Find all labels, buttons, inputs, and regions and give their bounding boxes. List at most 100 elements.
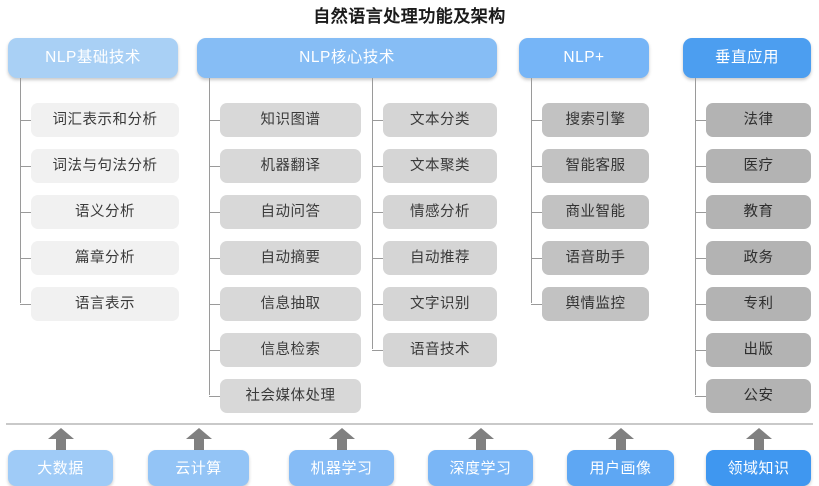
connector-stub: [20, 304, 31, 305]
node-nlp-core-left-4[interactable]: 信息抽取: [220, 287, 361, 321]
foundation-node-0[interactable]: 大数据: [8, 450, 113, 486]
up-arrow-icon: [607, 428, 634, 450]
node-label: 公安: [743, 387, 774, 404]
connector-stub: [695, 350, 706, 351]
connector-stub: [209, 396, 220, 397]
node-label: 语义分析: [75, 203, 135, 220]
header-nlp-plus[interactable]: NLP+: [519, 38, 649, 78]
node-nlp-basic-0[interactable]: 词汇表示和分析: [31, 103, 179, 137]
node-label: 教育: [743, 203, 774, 220]
connector-stub: [531, 304, 542, 305]
node-nlp-core-left-1[interactable]: 机器翻译: [220, 149, 361, 183]
section-divider: [6, 423, 813, 425]
node-nlp-core-left-5[interactable]: 信息检索: [220, 333, 361, 367]
node-label: 信息检索: [260, 341, 321, 358]
node-vertical-application-3[interactable]: 政务: [706, 241, 811, 275]
node-nlp-plus-4[interactable]: 舆情监控: [542, 287, 649, 321]
node-vertical-application-1[interactable]: 医疗: [706, 149, 811, 183]
connector-stub: [20, 166, 31, 167]
node-label: 情感分析: [410, 203, 470, 220]
connector-stub: [531, 166, 542, 167]
node-nlp-core-right-4[interactable]: 文字识别: [383, 287, 497, 321]
connector-stub: [209, 304, 220, 305]
connector-trunk-col5: [695, 78, 696, 395]
connector-stub: [695, 120, 706, 121]
connector-stub: [209, 120, 220, 121]
connector-stub: [20, 258, 31, 259]
node-nlp-basic-2[interactable]: 语义分析: [31, 195, 179, 229]
connector-trunk-col3: [372, 78, 373, 349]
header-nlp-core[interactable]: NLP核心技术: [197, 38, 497, 78]
connector-stub: [20, 120, 31, 121]
node-nlp-core-left-2[interactable]: 自动问答: [220, 195, 361, 229]
node-label: 语言表示: [75, 295, 135, 312]
foundation-label: 深度学习: [449, 459, 512, 477]
node-nlp-plus-0[interactable]: 搜索引擎: [542, 103, 649, 137]
header-label: 垂直应用: [714, 49, 779, 67]
header-vertical-application[interactable]: 垂直应用: [683, 38, 811, 78]
node-label: 篇章分析: [75, 249, 135, 266]
connector-trunk-col2: [209, 78, 210, 395]
up-arrow-icon: [328, 428, 355, 450]
node-label: 自动推荐: [410, 249, 470, 266]
header-label: NLP+: [563, 49, 605, 67]
node-nlp-plus-2[interactable]: 商业智能: [542, 195, 649, 229]
node-label: 商业智能: [565, 203, 626, 220]
node-nlp-plus-1[interactable]: 智能客服: [542, 149, 649, 183]
node-vertical-application-0[interactable]: 法律: [706, 103, 811, 137]
node-nlp-core-right-1[interactable]: 文本聚类: [383, 149, 497, 183]
node-nlp-basic-1[interactable]: 词法与句法分析: [31, 149, 179, 183]
node-nlp-basic-3[interactable]: 篇章分析: [31, 241, 179, 275]
connector-stub: [695, 304, 706, 305]
foundation-label: 云计算: [175, 459, 222, 477]
connector-stub: [372, 120, 383, 121]
foundation-label: 领域知识: [727, 459, 790, 477]
foundation-node-1[interactable]: 云计算: [148, 450, 249, 486]
node-label: 机器翻译: [260, 157, 321, 174]
node-vertical-application-6[interactable]: 公安: [706, 379, 811, 413]
foundation-node-3[interactable]: 深度学习: [428, 450, 533, 486]
node-label: 信息抽取: [260, 295, 321, 312]
node-nlp-core-right-2[interactable]: 情感分析: [383, 195, 497, 229]
node-nlp-core-right-3[interactable]: 自动推荐: [383, 241, 497, 275]
connector-stub: [209, 350, 220, 351]
node-vertical-application-5[interactable]: 出版: [706, 333, 811, 367]
header-nlp-basic[interactable]: NLP基础技术: [8, 38, 178, 78]
connector-stub: [372, 350, 383, 351]
node-nlp-core-right-5[interactable]: 语音技术: [383, 333, 497, 367]
foundation-label: 用户画像: [589, 459, 652, 477]
node-vertical-application-4[interactable]: 专利: [706, 287, 811, 321]
connector-stub: [20, 212, 31, 213]
connector-stub: [209, 258, 220, 259]
connector-stub: [372, 304, 383, 305]
node-nlp-core-left-0[interactable]: 知识图谱: [220, 103, 361, 137]
connector-stub: [372, 258, 383, 259]
connector-stub: [209, 212, 220, 213]
node-label: 搜索引擎: [565, 111, 626, 128]
foundation-node-2[interactable]: 机器学习: [289, 450, 394, 486]
foundation-label: 大数据: [37, 459, 84, 477]
node-nlp-core-left-3[interactable]: 自动摘要: [220, 241, 361, 275]
node-label: 智能客服: [565, 157, 626, 174]
node-label: 自动摘要: [260, 249, 321, 266]
node-label: 舆情监控: [565, 295, 626, 312]
node-label: 语音技术: [410, 341, 470, 358]
node-label: 文本聚类: [410, 157, 470, 174]
connector-stub: [695, 258, 706, 259]
foundation-node-5[interactable]: 领域知识: [706, 450, 811, 486]
header-label: NLP核心技术: [299, 49, 395, 67]
node-nlp-core-right-0[interactable]: 文本分类: [383, 103, 497, 137]
connector-stub: [695, 396, 706, 397]
node-label: 文本分类: [410, 111, 470, 128]
node-vertical-application-2[interactable]: 教育: [706, 195, 811, 229]
node-nlp-plus-3[interactable]: 语音助手: [542, 241, 649, 275]
node-label: 文字识别: [410, 295, 470, 312]
up-arrow-icon: [467, 428, 494, 450]
node-nlp-core-left-6[interactable]: 社会媒体处理: [220, 379, 361, 413]
node-nlp-basic-4[interactable]: 语言表示: [31, 287, 179, 321]
foundation-node-4[interactable]: 用户画像: [567, 450, 674, 486]
connector-trunk-col1: [20, 78, 21, 303]
connector-stub: [372, 166, 383, 167]
node-label: 语音助手: [565, 249, 626, 266]
